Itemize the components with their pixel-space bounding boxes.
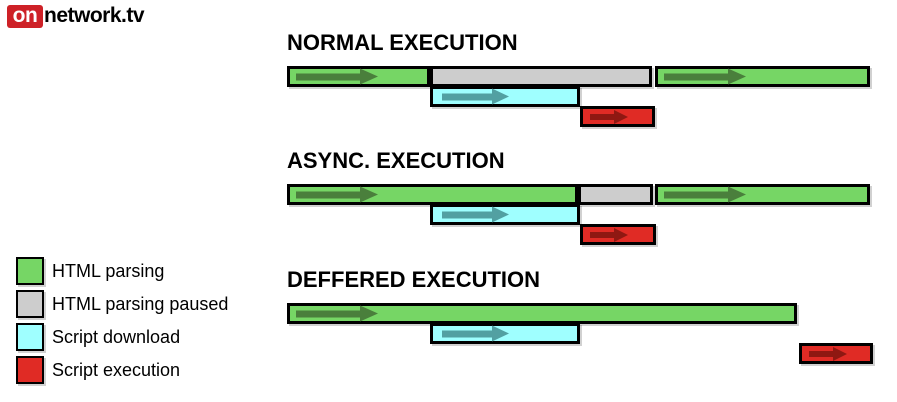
right-arrow-icon: [296, 73, 360, 80]
right-arrow-icon: [442, 211, 492, 218]
legend-label: HTML parsing paused: [52, 293, 229, 314]
legend-swatch-paused: [16, 290, 44, 318]
right-arrow-icon: [664, 191, 728, 198]
section-title-normal: NORMAL EXECUTION: [287, 30, 518, 55]
legend-item-script-execution: Script execution: [16, 356, 228, 384]
legend-label: Script execution: [52, 359, 181, 380]
legend-swatch-parsing: [16, 257, 44, 285]
bar-segment-execution: [799, 343, 873, 364]
section-title-async: ASYNC. EXECUTION: [287, 148, 505, 173]
right-arrow-icon: [809, 350, 833, 357]
bar-segment-parsing: [655, 184, 870, 205]
right-arrow-icon: [442, 93, 492, 100]
legend-label: Script download: [52, 326, 181, 347]
legend-item-html-parsing-paused: HTML parsing paused: [16, 290, 228, 318]
right-arrow-icon: [590, 231, 614, 238]
legend-swatch-download: [16, 323, 44, 351]
legend-item-html-parsing: HTML parsing: [16, 257, 228, 285]
bar-segment-parsing: [287, 303, 797, 324]
bar-segment-parsing: [287, 66, 430, 87]
right-arrow-icon: [296, 310, 360, 317]
bar-segment-execution: [580, 106, 655, 127]
legend-item-script-download: Script download: [16, 323, 228, 351]
right-arrow-icon: [442, 330, 492, 337]
right-arrow-icon: [590, 113, 614, 120]
logo-on-badge: on: [7, 4, 43, 28]
bar-segment-parsing: [655, 66, 870, 87]
right-arrow-icon: [296, 191, 360, 198]
section-title-deferred: DEFFERED EXECUTION: [287, 267, 541, 292]
bar-segment-download: [430, 204, 580, 225]
legend: HTML parsing HTML parsing paused Script …: [16, 257, 228, 389]
bar-segment-download: [430, 323, 580, 344]
logo-text: network.tv: [44, 4, 145, 27]
bar-segment-paused: [578, 184, 653, 205]
legend-swatch-execution: [16, 356, 44, 384]
bar-segment-execution: [580, 224, 656, 245]
bar-segment-parsing: [287, 184, 578, 205]
bar-segment-paused: [430, 66, 652, 87]
bar-segment-download: [430, 86, 580, 107]
right-arrow-icon: [664, 73, 728, 80]
legend-label: HTML parsing: [52, 260, 165, 281]
